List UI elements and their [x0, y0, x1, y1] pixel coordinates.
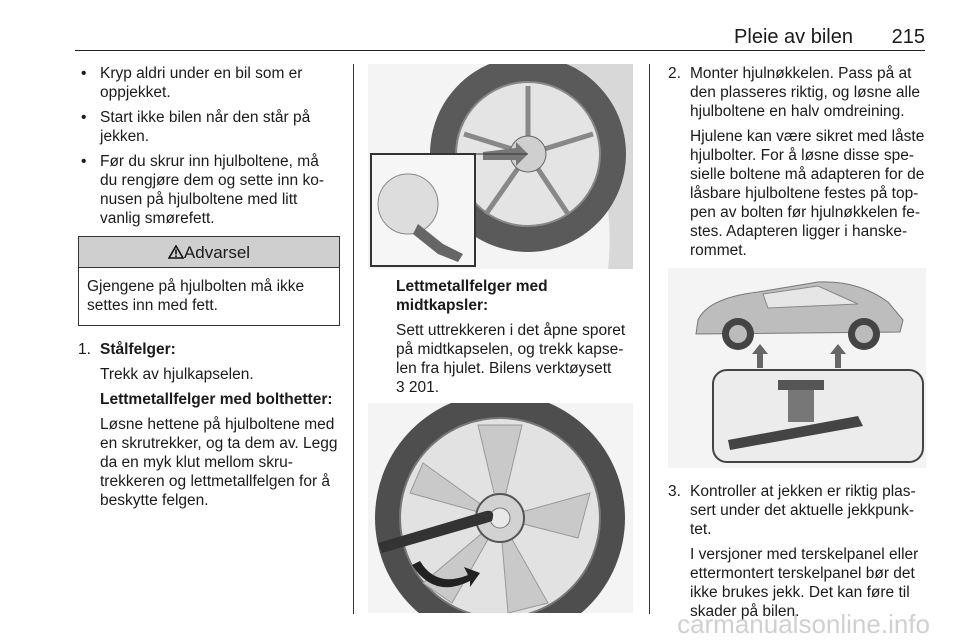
- page-header: Pleie av bilen 215: [75, 26, 925, 51]
- column-3: 2. Monter hjulnøkkelen. Pass på at den p…: [668, 64, 928, 627]
- step-note: Hjulene kan være sikret med låste hjulbo…: [690, 128, 925, 259]
- step-number: 3.: [668, 483, 681, 500]
- column-1: Kryp aldri under en bil som er oppjekket…: [78, 64, 340, 516]
- figure-centre-cap: [368, 64, 633, 269]
- page-title: Pleie av bilen: [734, 26, 853, 48]
- warning-box: Advarsel Gjengene på hjulbolten må ikke …: [78, 236, 340, 326]
- figure-caption-title: Lettmetallfelger med midtkapsler:: [396, 278, 548, 314]
- page-number: 215: [891, 26, 925, 48]
- step-title: Stålfelger:: [100, 341, 176, 358]
- column-divider-2: [649, 64, 650, 614]
- step-note: I versjoner med terskelpanel eller etter…: [690, 546, 919, 620]
- warning-title: Advarsel: [183, 243, 251, 262]
- column-2: Lettmetallfelger med midtkapsler: Sett u…: [368, 64, 633, 613]
- step-text: Kontroller at jekken er riktig plas-sert…: [690, 483, 916, 538]
- bullet-item: Før du skrur inn hjulboltene, må du reng…: [78, 152, 340, 228]
- car-jack-point-illustration: [668, 268, 926, 468]
- step-subtitle: Lettmetallfelger med bolthetter:: [100, 391, 333, 408]
- step-text: Monter hjulnøkkelen. Pass på at den plas…: [690, 65, 921, 120]
- column-divider-1: [353, 64, 354, 614]
- watermark: carmanualsonline.info: [677, 609, 930, 639]
- step-text: Trekk av hjulkapselen.: [100, 366, 254, 383]
- step-subtext: Løsne hettene på hjulboltene med en skru…: [100, 416, 338, 509]
- bullet-item: Start ikke bilen når den står på jekken.: [78, 108, 340, 146]
- step-number: 2.: [668, 65, 681, 82]
- figure-jack-point: [668, 268, 926, 468]
- figure-alloy-wheel: [368, 403, 633, 613]
- figure-caption-text: Sett uttrekkeren i det åpne sporet på mi…: [396, 322, 626, 396]
- warning-header: Advarsel: [79, 237, 339, 268]
- step-3: 3. Kontroller at jekken er riktig plas-s…: [668, 482, 928, 621]
- step-number: 1.: [78, 341, 91, 358]
- warning-triangle-icon: [167, 244, 185, 259]
- wheel-centre-cap-illustration: [368, 64, 633, 269]
- safety-bullet-list: Kryp aldri under en bil som er oppjekket…: [78, 64, 340, 228]
- step-1: 1. Stålfelger: Trekk av hjulkapselen. Le…: [78, 340, 340, 510]
- bullet-item: Kryp aldri under en bil som er oppjekket…: [78, 64, 340, 102]
- alloy-wheel-cap-removal-illustration: [368, 403, 633, 613]
- warning-text: Gjengene på hjulbolten må ikke settes in…: [87, 278, 305, 314]
- step-2: 2. Monter hjulnøkkelen. Pass på at den p…: [668, 64, 928, 260]
